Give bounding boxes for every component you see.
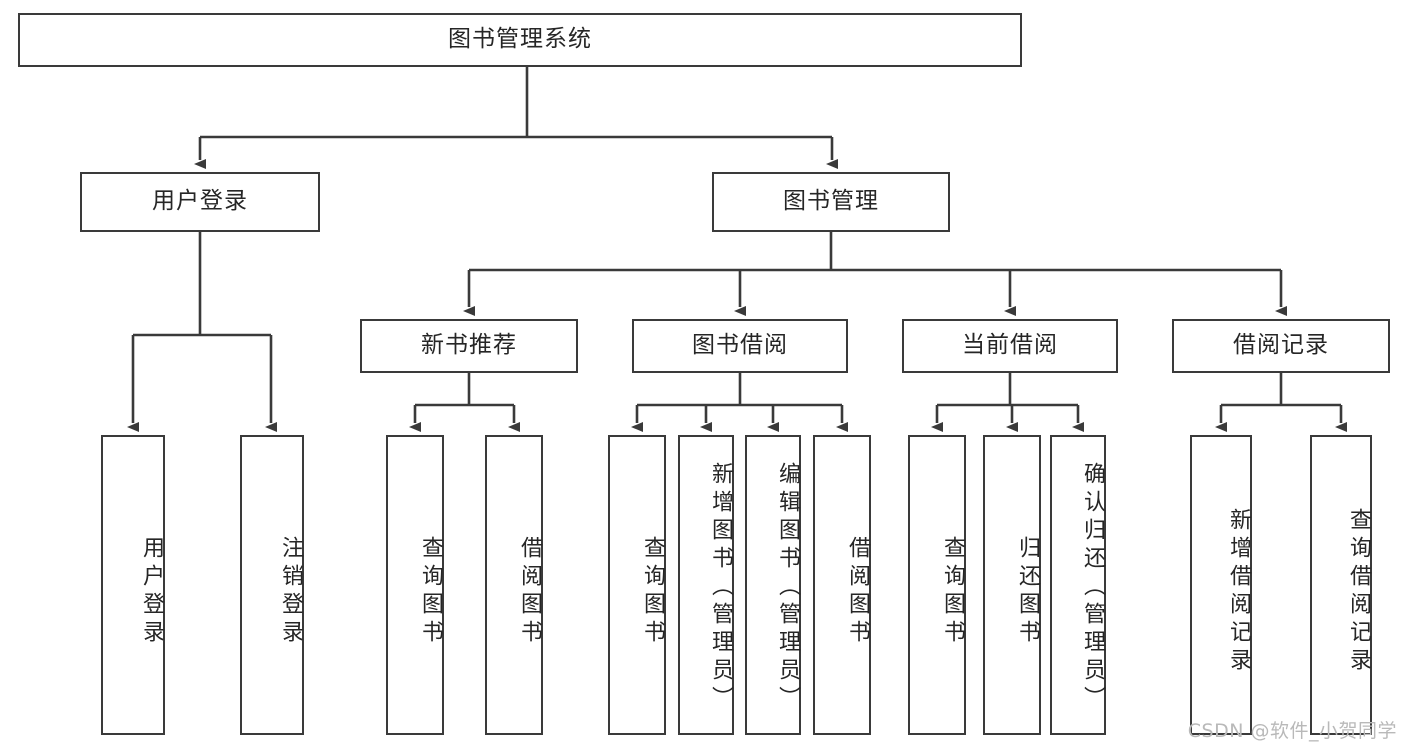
watermark-text: CSDN @软件_小贺同学 <box>1187 720 1397 742</box>
node-leaf-return-book-label: 归还图书 <box>1015 536 1040 648</box>
node-user-login[interactable]: 用户登录 <box>80 172 320 232</box>
node-leaf-user-login-label: 用户登录 <box>139 536 164 648</box>
node-current-borrow-label: 当前借阅 <box>962 332 1058 359</box>
node-leaf-borrow-book-1-label: 借阅图书 <box>517 536 542 648</box>
node-leaf-confirm-return-label: 确认归还（管理员） <box>1080 462 1105 714</box>
node-leaf-borrow-book-2-label: 借阅图书 <box>845 536 870 648</box>
node-leaf-add-record-label: 新增借阅记录 <box>1226 508 1251 676</box>
node-user-login-label: 用户登录 <box>152 188 248 215</box>
node-leaf-logout[interactable]: 注销登录 <box>240 435 304 735</box>
node-leaf-query-book-1[interactable]: 查询图书 <box>386 435 444 735</box>
node-leaf-query-book-3[interactable]: 查询图书 <box>908 435 966 735</box>
node-current-borrow[interactable]: 当前借阅 <box>902 319 1118 373</box>
node-leaf-query-book-2[interactable]: 查询图书 <box>608 435 666 735</box>
node-leaf-add-book[interactable]: 新增图书（管理员） <box>678 435 734 735</box>
node-borrow-record[interactable]: 借阅记录 <box>1172 319 1390 373</box>
node-book-manage[interactable]: 图书管理 <box>712 172 950 232</box>
node-leaf-query-book-1-label: 查询图书 <box>418 536 443 648</box>
node-leaf-logout-label: 注销登录 <box>278 536 303 648</box>
node-leaf-query-record[interactable]: 查询借阅记录 <box>1310 435 1372 735</box>
node-book-borrow[interactable]: 图书借阅 <box>632 319 848 373</box>
node-leaf-query-book-3-label: 查询图书 <box>940 536 965 648</box>
node-leaf-user-login[interactable]: 用户登录 <box>101 435 165 735</box>
node-leaf-add-book-label: 新增图书（管理员） <box>708 462 733 714</box>
node-root-label: 图书管理系统 <box>448 26 592 53</box>
node-leaf-confirm-return[interactable]: 确认归还（管理员） <box>1050 435 1106 735</box>
node-root[interactable]: 图书管理系统 <box>18 13 1022 67</box>
node-leaf-return-book[interactable]: 归还图书 <box>983 435 1041 735</box>
node-book-manage-label: 图书管理 <box>783 188 879 215</box>
node-leaf-borrow-book-1[interactable]: 借阅图书 <box>485 435 543 735</box>
node-borrow-record-label: 借阅记录 <box>1233 332 1329 359</box>
node-leaf-add-record[interactable]: 新增借阅记录 <box>1190 435 1252 735</box>
node-leaf-query-record-label: 查询借阅记录 <box>1346 508 1371 676</box>
node-book-borrow-label: 图书借阅 <box>692 332 788 359</box>
node-new-book-rec[interactable]: 新书推荐 <box>360 319 578 373</box>
node-leaf-query-book-2-label: 查询图书 <box>640 536 665 648</box>
node-new-book-rec-label: 新书推荐 <box>421 332 517 359</box>
node-leaf-borrow-book-2[interactable]: 借阅图书 <box>813 435 871 735</box>
node-leaf-edit-book[interactable]: 编辑图书（管理员） <box>745 435 801 735</box>
node-leaf-edit-book-label: 编辑图书（管理员） <box>775 462 800 714</box>
